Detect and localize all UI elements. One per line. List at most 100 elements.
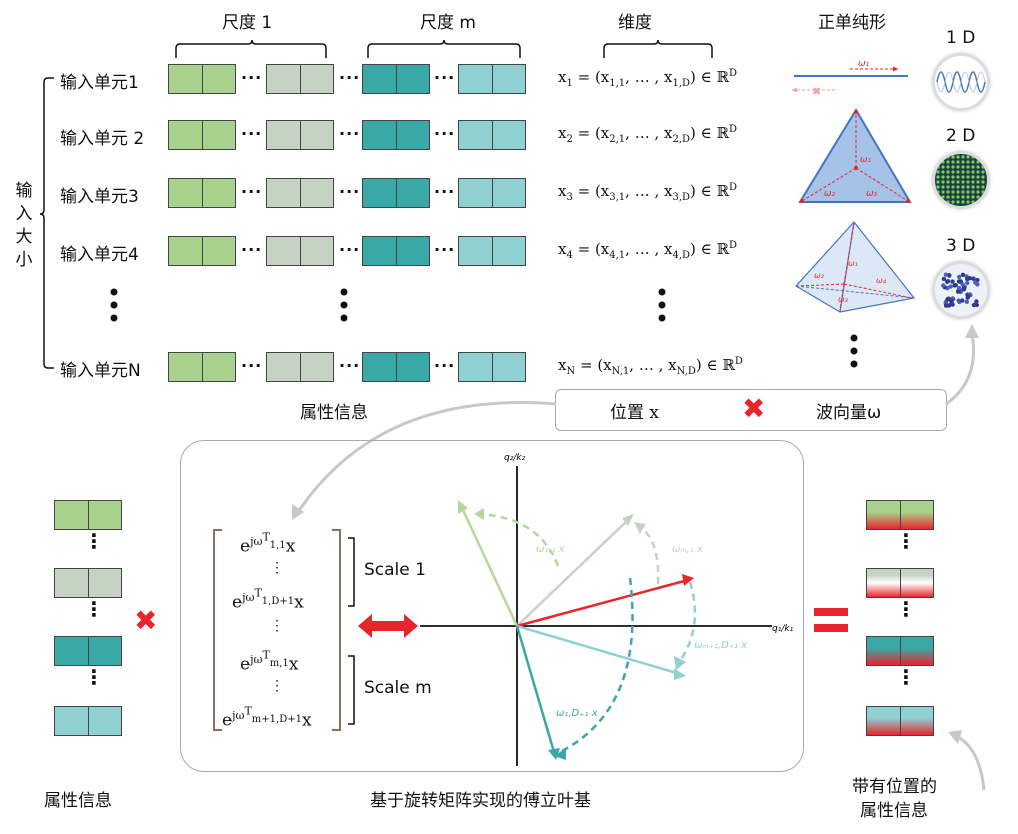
block-gray [266,120,334,150]
matrix-vdots-2: ⋮ [270,618,284,634]
h-dots: ··· [434,240,456,259]
row-label: 输入单元1 [60,73,139,93]
left-block-lightteal [54,706,122,736]
h-dots: ··· [241,68,263,87]
bottom-right-label-2: 属性信息 [860,801,928,821]
h-dots: ··· [434,356,456,375]
vdots: ⋮ [896,665,917,689]
matrix-entry-3: ejωTm,1x [240,648,299,675]
bottom-left-label: 属性信息 [44,791,112,811]
block-teal [362,236,430,266]
label-wm1: ωₘ,₁ x [672,544,703,555]
row-equation: x4 = (x4,1, … , x4,D) ∈ ℝD [558,240,738,261]
block-gray [266,64,334,94]
scale-1-header: 尺度 1 [222,13,273,33]
block-teal [362,120,430,150]
vdots: ⋮ [896,597,917,621]
block-teal [362,64,430,94]
h-dots: ··· [339,240,361,259]
row-label: 输入单元N [60,361,141,381]
block-green [168,352,236,382]
left-block-green [54,500,122,530]
h-dots: ··· [434,68,456,87]
double-arrow-icon [358,614,418,638]
right-block-green [866,500,934,530]
brace-scale-1 [175,39,327,58]
right-block-teal [866,636,934,666]
block-gray [266,178,334,208]
multiply-icon: ✖ [134,604,158,637]
bottom-center-label: 基于旋转矩阵实现的傅立叶基 [370,791,591,811]
svg-text:✖: ✖ [812,85,821,98]
simplex-2d-w3: ω₃ [866,189,878,199]
block-teal [362,178,430,208]
h-dots: ··· [339,182,361,201]
matrix-entry-4: ejωTm+1,D+1x [222,704,312,731]
equals-icon [814,608,848,632]
h-dots: ··· [241,356,263,375]
wave-3d-thumbnail [933,262,989,318]
matrix-entry-1: ejωT1,1x [240,530,296,557]
block-green [168,120,236,150]
block-green [168,64,236,94]
scale-1-label: Scale 1 [364,560,426,580]
input-size-bracket [39,77,54,369]
row-equation: xN = (xN,1, … , xN,D) ∈ ℝD [558,356,743,377]
block-teal [362,352,430,382]
simplex-1d-w1: ω₁ [858,59,870,69]
vdots: ⋮ [84,529,105,553]
block-lightteal [458,120,526,150]
vertical-dots-blocks [338,288,350,328]
axis-y-label: q₂/k₂ [504,453,526,463]
block-gray [266,236,334,266]
h-dots: ··· [434,124,456,143]
brace-scale-m [367,39,521,58]
h-dots: ··· [339,68,361,87]
h-dots: ··· [241,124,263,143]
attr-info-label: 属性信息 [300,403,368,423]
axis-x-label: q₁/k₁ [772,624,794,634]
matrix-vdots-3: ⋮ [270,678,284,694]
position-wave-box [555,389,947,431]
block-green [168,236,236,266]
right-block-gray [866,568,934,598]
block-gray [266,352,334,382]
vdots: ⋮ [84,665,105,689]
label-wmD: ωₘ₊₁,D₊₁ x [694,640,747,651]
simplex-2d-w1: ω₁ [860,155,872,165]
block-lightteal [458,236,526,266]
vdots: ⋮ [84,597,105,621]
vertical-dots-labels [108,288,120,328]
simplex-2d-w2: ω₂ [824,189,836,199]
block-lightteal [458,64,526,94]
label-2d: 2 D [946,126,976,146]
input-size-label: 输入大小 [15,181,33,270]
left-block-teal [54,636,122,666]
simplex-3d-w4: ω₄ [876,276,887,285]
scale-m-label: Scale m [364,678,432,698]
position-x-label: 位置 x [610,403,659,423]
right-block-lightteal [866,706,934,736]
vertical-dots-eq [656,288,668,328]
rotation-diagram: q₂/k₂ q₁/k₁ ω₁,₁ x ωₘ,₁ x ωₘ₊₁,D₊₁ x ω₁,… [420,453,794,766]
simplex-figures: ω₁ ✖ ω₁ ω₂ ω₃ ω₁ ω₂ ω₃ ω₄ [792,59,916,313]
vertical-dots-simplex [848,334,860,374]
wave-vector-label: 波向量ω [816,403,882,423]
bottom-right-label-1: 带有位置的 [852,777,937,797]
h-dots: ··· [241,240,263,259]
h-dots: ··· [339,356,361,375]
h-dots: ··· [339,124,361,143]
simplex-3d-w1: ω₁ [848,259,858,268]
h-dots: ··· [241,182,263,201]
left-block-gray [54,568,122,598]
block-lightteal [458,178,526,208]
h-dots: ··· [434,182,456,201]
cross-icon: ✖ [742,392,766,425]
matrix-entry-2: ejωT1,D+1x [232,586,304,613]
row-label: 输入单元4 [60,245,139,265]
dimension-header: 维度 [618,13,652,33]
label-w1D: ω₁,D₊₁ x [556,708,598,719]
